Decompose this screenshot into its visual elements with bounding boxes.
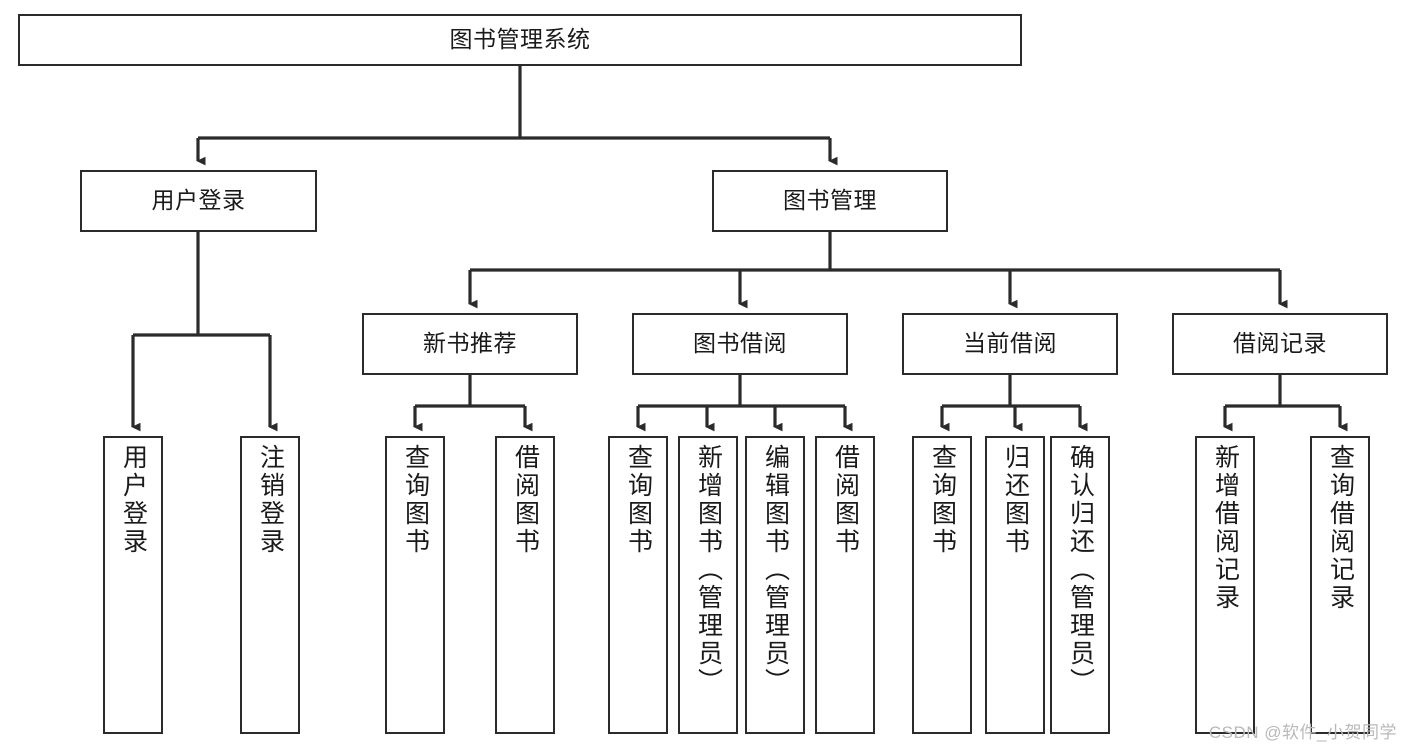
node-book-manage[interactable]: 图书管理: [712, 170, 948, 232]
node-leaf-user-login[interactable]: 用户登录: [103, 436, 163, 734]
node-group-borrow-record[interactable]: 借阅记录: [1172, 313, 1388, 375]
node-leaf-g3-confirm-return-admin[interactable]: 确认归还（管理员）: [1050, 436, 1110, 734]
node-leaf-g1-borrow-book-label: 借阅图书: [511, 444, 540, 556]
node-leaf-user-logout-label: 注销登录: [256, 444, 285, 556]
node-group-borrow-record-label: 借阅记录: [1233, 330, 1327, 357]
node-leaf-g4-add-record[interactable]: 新增借阅记录: [1195, 436, 1255, 734]
node-user-login[interactable]: 用户登录: [80, 170, 317, 232]
node-leaf-g2-edit-book-admin-label: 编辑图书（管理员）: [761, 444, 790, 696]
node-root-system-label: 图书管理系统: [449, 26, 591, 53]
node-leaf-g2-edit-book-admin[interactable]: 编辑图书（管理员）: [745, 436, 805, 734]
node-group-book-borrow-label: 图书借阅: [693, 330, 787, 357]
node-leaf-user-logout[interactable]: 注销登录: [240, 436, 300, 734]
node-group-book-borrow[interactable]: 图书借阅: [632, 313, 848, 375]
node-group-current-borrow[interactable]: 当前借阅: [902, 313, 1118, 375]
node-leaf-g2-add-book-admin-label: 新增图书（管理员）: [694, 444, 723, 696]
node-leaf-g1-query-book-label: 查询图书: [401, 444, 430, 556]
node-group-new-book-recommend[interactable]: 新书推荐: [362, 313, 578, 375]
node-leaf-g2-borrow-book[interactable]: 借阅图书: [815, 436, 875, 734]
node-group-current-borrow-label: 当前借阅: [963, 330, 1057, 357]
node-leaf-user-login-label: 用户登录: [119, 444, 148, 556]
node-leaf-g3-query-book-label: 查询图书: [928, 444, 957, 556]
node-leaf-g3-query-book[interactable]: 查询图书: [912, 436, 972, 734]
node-leaf-g2-query-book-label: 查询图书: [624, 444, 653, 556]
node-leaf-g4-query-record-label: 查询借阅记录: [1326, 444, 1355, 612]
node-leaf-g3-confirm-return-admin-label: 确认归还（管理员）: [1066, 444, 1095, 696]
node-leaf-g1-query-book[interactable]: 查询图书: [385, 436, 445, 734]
node-book-manage-label: 图书管理: [783, 187, 877, 214]
node-root-system[interactable]: 图书管理系统: [18, 14, 1022, 66]
csdn-watermark: CSDN @软件_小贺同学: [1208, 723, 1397, 742]
node-leaf-g4-query-record[interactable]: 查询借阅记录: [1310, 436, 1370, 734]
node-group-new-book-recommend-label: 新书推荐: [423, 330, 517, 357]
node-leaf-g2-add-book-admin[interactable]: 新增图书（管理员）: [678, 436, 738, 734]
node-leaf-g2-borrow-book-label: 借阅图书: [831, 444, 860, 556]
node-leaf-g1-borrow-book[interactable]: 借阅图书: [495, 436, 555, 734]
node-user-login-label: 用户登录: [151, 187, 246, 214]
node-leaf-g2-query-book[interactable]: 查询图书: [608, 436, 668, 734]
node-leaf-g3-return-book-label: 归还图书: [1001, 444, 1030, 556]
node-leaf-g4-add-record-label: 新增借阅记录: [1211, 444, 1240, 612]
node-leaf-g3-return-book[interactable]: 归还图书: [985, 436, 1045, 734]
